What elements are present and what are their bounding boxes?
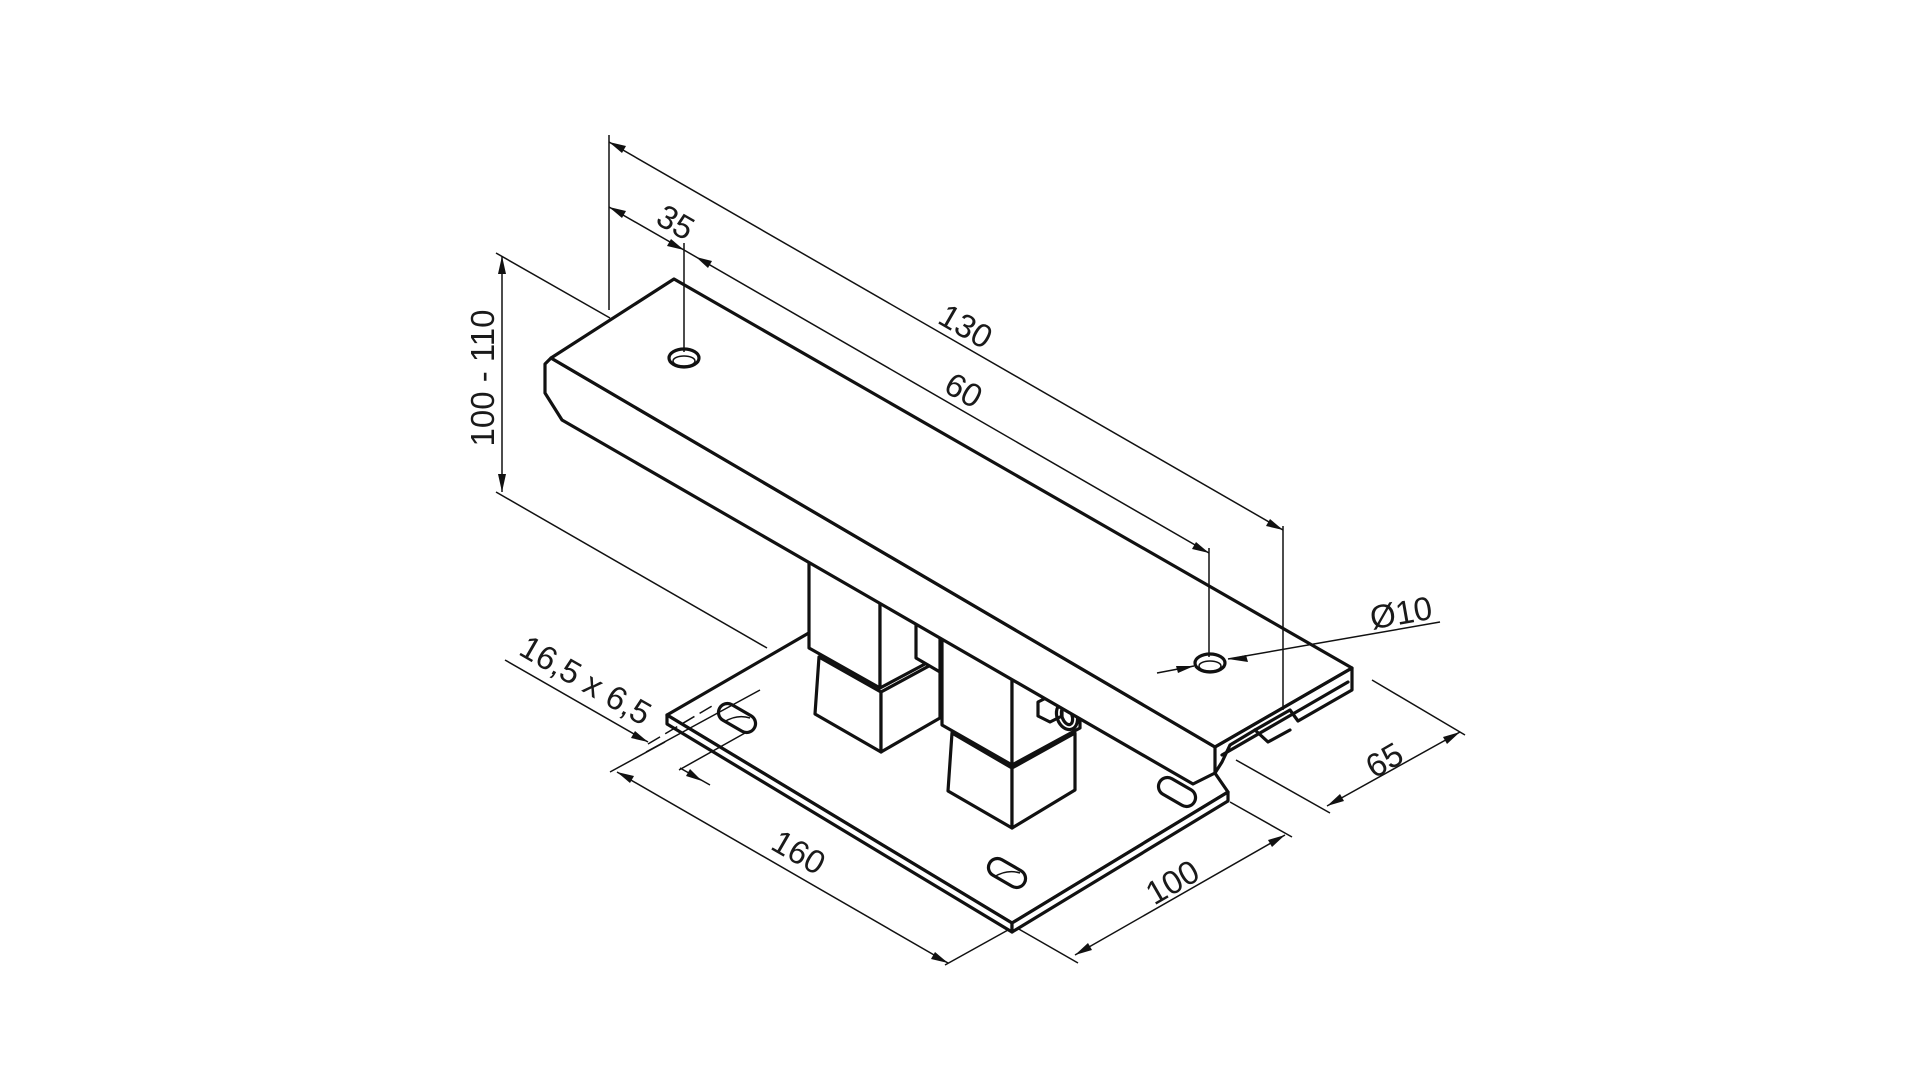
top-channel-plate [543, 277, 1354, 786]
dim-base-length: 160 [766, 822, 832, 882]
dim-channel-width: 65 [1359, 735, 1409, 785]
base-slot-2 [1156, 775, 1198, 809]
dim-slot-size: 16,5 x 6,5 [514, 628, 658, 733]
dim-base-width: 100 [1139, 852, 1205, 912]
channel-front-face [543, 356, 1217, 786]
base-plate-right-edge [1010, 790, 1230, 934]
base-slot-1 [716, 701, 758, 735]
dimension-lines [495, 135, 1466, 966]
channel-end-profile [1213, 666, 1354, 775]
dim-height-range: 100 - 110 [464, 310, 501, 447]
base-slot-3 [986, 856, 1028, 890]
top-hole-2 [1193, 652, 1227, 674]
dim-hole-offset: 35 [651, 197, 701, 247]
dim-hole-spacing: 60 [939, 365, 989, 415]
dim-hole-diameter: Ø10 [1367, 589, 1435, 636]
dim-overall-length: 130 [933, 296, 999, 356]
